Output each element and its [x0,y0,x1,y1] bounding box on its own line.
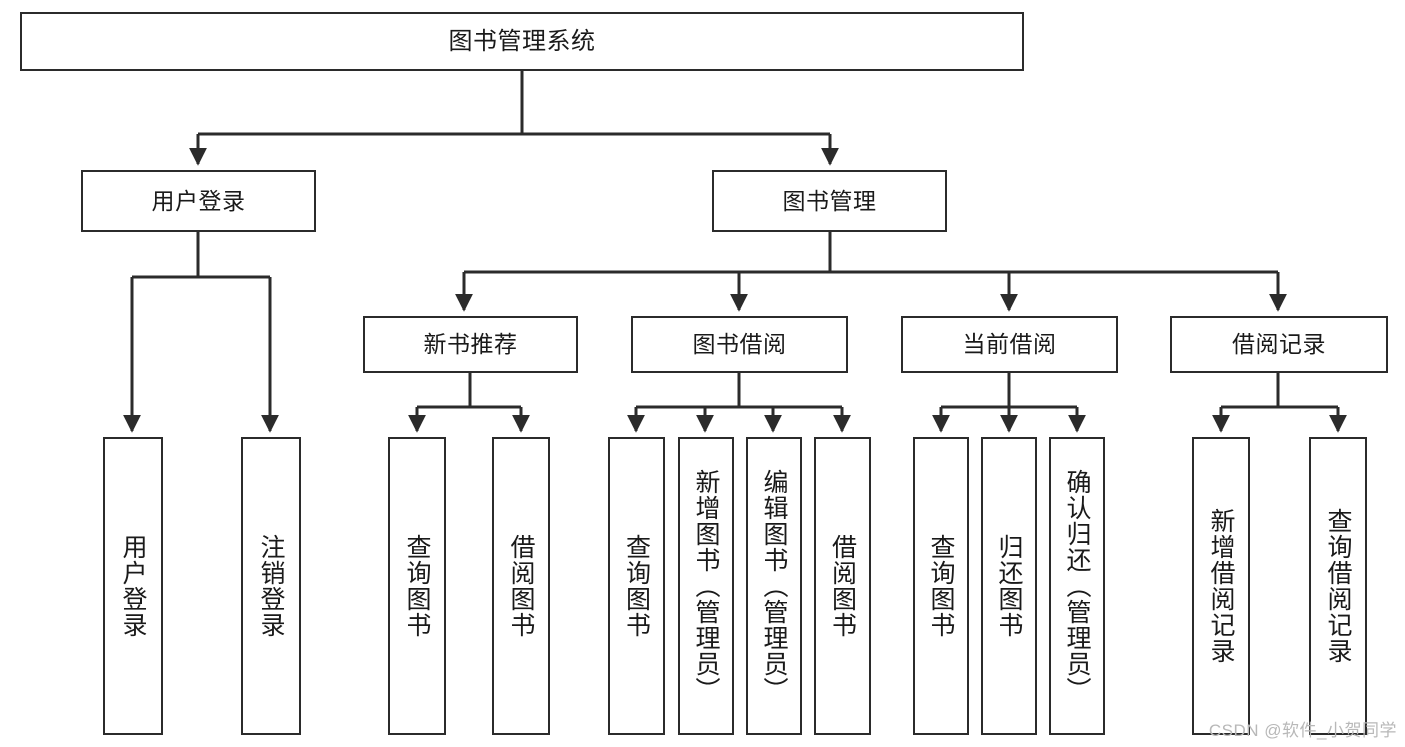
node-leaf-query-book-current[interactable]: 查询图书 [913,437,969,735]
node-book-management[interactable]: 图书管理 [712,170,947,232]
node-label: 确认归还（管理员） [1063,469,1091,703]
node-book-borrowing[interactable]: 图书借阅 [631,316,848,373]
node-leaf-borrow-book[interactable]: 借阅图书 [814,437,871,735]
node-label: 用户登录 [119,534,147,638]
node-leaf-query-borrow-record[interactable]: 查询借阅记录 [1309,437,1367,735]
node-new-book-recommendation[interactable]: 新书推荐 [363,316,578,373]
node-user-login[interactable]: 用户登录 [81,170,316,232]
node-root-book-management-system[interactable]: 图书管理系统 [20,12,1024,71]
node-label: 查询图书 [403,534,431,638]
node-label: 图书管理系统 [448,27,596,55]
node-leaf-add-borrow-record[interactable]: 新增借阅记录 [1192,437,1250,735]
node-label: 借阅图书 [507,534,535,638]
node-current-borrowing[interactable]: 当前借阅 [901,316,1118,373]
node-label: 当前借阅 [962,331,1057,358]
node-label: 归还图书 [995,534,1023,638]
node-leaf-query-book-recommend[interactable]: 查询图书 [388,437,446,735]
node-leaf-query-book-borrow[interactable]: 查询图书 [608,437,665,735]
node-label: 用户登录 [151,187,246,214]
node-leaf-borrow-book-recommend[interactable]: 借阅图书 [492,437,550,735]
node-label: 注销登录 [257,534,285,638]
node-label: 查询图书 [927,534,955,638]
node-borrowing-record[interactable]: 借阅记录 [1170,316,1388,373]
node-label: 借阅记录 [1232,331,1326,358]
node-leaf-confirm-return-admin[interactable]: 确认归还（管理员） [1049,437,1105,735]
node-label: 图书管理 [782,187,877,214]
node-label: 图书借阅 [692,331,787,358]
node-label: 查询图书 [622,534,651,638]
node-label: 借阅图书 [828,534,857,638]
node-leaf-return-book[interactable]: 归还图书 [981,437,1037,735]
node-label: 新书推荐 [423,331,518,358]
node-label: 查询借阅记录 [1324,508,1352,664]
node-label: 编辑图书（管理员） [760,469,788,703]
node-label: 新增借阅记录 [1207,508,1235,664]
node-leaf-logout[interactable]: 注销登录 [241,437,301,735]
node-leaf-edit-book-admin[interactable]: 编辑图书（管理员） [746,437,802,735]
watermark-text: CSDN @软件_小贺同学 [1208,721,1397,740]
node-label: 新增图书（管理员） [692,469,720,703]
node-leaf-add-book-admin[interactable]: 新增图书（管理员） [678,437,734,735]
node-leaf-user-login[interactable]: 用户登录 [103,437,163,735]
